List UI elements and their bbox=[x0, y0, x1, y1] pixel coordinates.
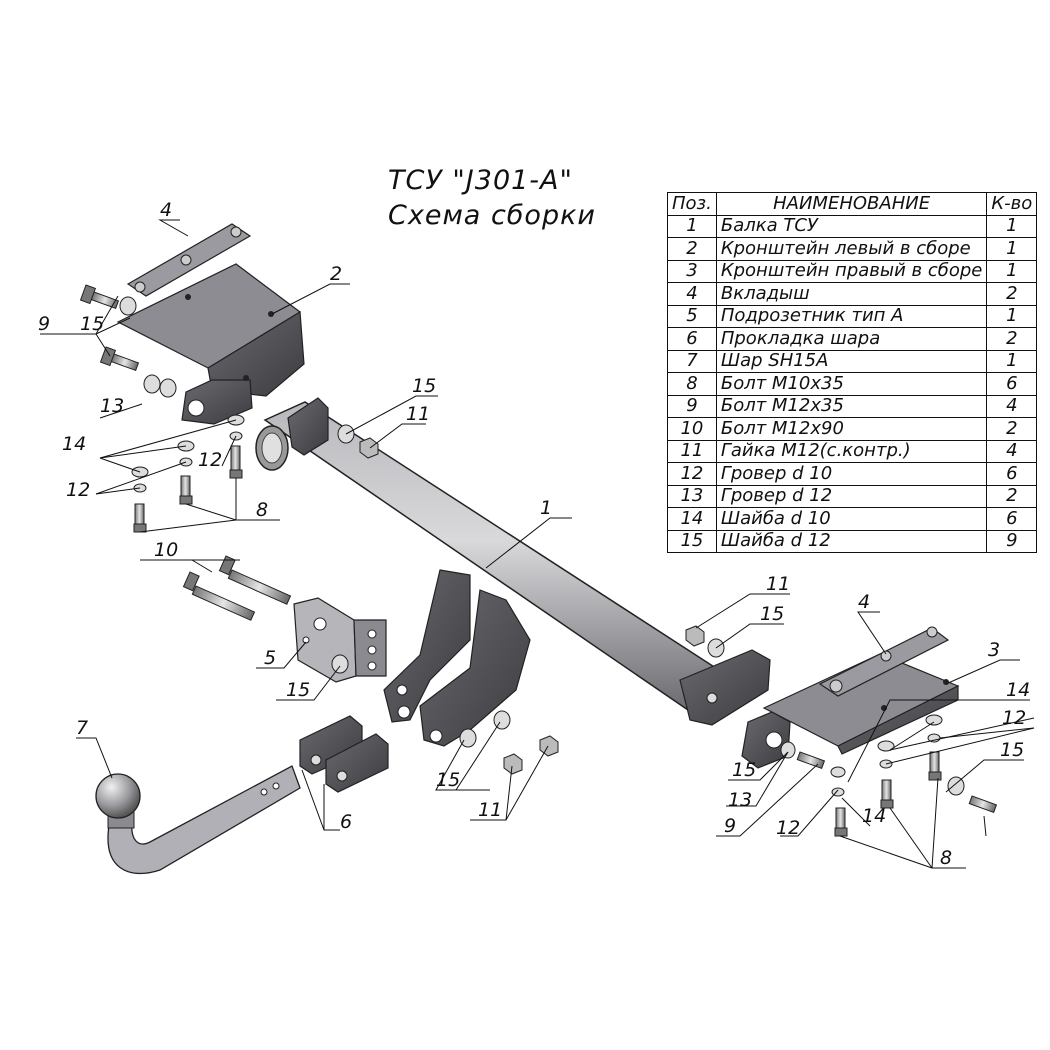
ball-spacers bbox=[299, 715, 389, 793]
callout-8-right: 8 bbox=[940, 847, 952, 869]
row-name: Шайба d 10 bbox=[715, 507, 988, 531]
callout-4-left: 4 bbox=[160, 199, 172, 221]
leader-lines bbox=[40, 219, 1035, 869]
row-pos: 11 bbox=[667, 439, 717, 463]
header-qty: К-во bbox=[986, 192, 1038, 216]
row-qty: 9 bbox=[986, 529, 1038, 553]
tow-beam bbox=[255, 397, 771, 747]
callout-5: 5 bbox=[264, 647, 276, 669]
callout-12-c: 12 bbox=[1002, 707, 1026, 729]
callout-14-left: 14 bbox=[62, 433, 86, 455]
callout-8-left: 8 bbox=[256, 499, 268, 521]
callout-13-right: 13 bbox=[728, 789, 752, 811]
tow-ball bbox=[95, 765, 301, 875]
left-bracket bbox=[116, 223, 305, 425]
callout-14-right: 14 bbox=[1006, 679, 1030, 701]
callout-15-left: 15 bbox=[80, 313, 104, 335]
callout-2: 2 bbox=[330, 263, 342, 285]
washers-and-nuts bbox=[119, 296, 965, 797]
callout-7: 7 bbox=[76, 717, 88, 739]
header-pos: Поз. bbox=[667, 192, 717, 216]
parts-table-header: Поз. НАИМЕНОВАНИЕ К-во bbox=[667, 192, 1038, 216]
diagram-title: ТСУ "J301-A" bbox=[388, 165, 573, 196]
bolts bbox=[79, 284, 998, 837]
row-name: Болт М10х35 bbox=[715, 372, 988, 396]
row-qty: 2 bbox=[986, 417, 1038, 441]
callout-11-bottom: 11 bbox=[478, 799, 502, 821]
callout-12-a: 12 bbox=[198, 449, 222, 471]
row-qty: 1 bbox=[986, 304, 1038, 328]
row-qty: 1 bbox=[986, 214, 1038, 238]
callout-6: 6 bbox=[340, 811, 352, 833]
diagram-subtitle: Схема сборки bbox=[388, 200, 596, 231]
callout-15-right: 15 bbox=[760, 603, 784, 625]
callout-15-plate: 15 bbox=[286, 679, 310, 701]
row-pos: 15 bbox=[667, 529, 717, 553]
row-name: Шайба d 12 bbox=[715, 529, 988, 553]
callout-15-far: 15 bbox=[1000, 739, 1024, 761]
row-name: Кронштейн левый в сборе bbox=[715, 237, 988, 261]
row-name: Прокладка шара bbox=[715, 327, 988, 351]
callout-12-d: 12 bbox=[776, 817, 800, 839]
callouts: 1 2 3 4 4 5 6 7 8 8 9 9 10 11 11 11 12 1… bbox=[38, 199, 1030, 869]
callout-4-right: 4 bbox=[858, 591, 870, 613]
callout-3: 3 bbox=[988, 639, 1000, 661]
row-name: Болт М12х90 bbox=[715, 417, 988, 441]
row-qty: 6 bbox=[986, 507, 1038, 531]
row-name: Балка ТСУ bbox=[715, 214, 988, 238]
right-bracket bbox=[741, 626, 960, 769]
callout-14-bottom: 14 bbox=[862, 805, 886, 827]
callout-15-bottom: 15 bbox=[436, 769, 460, 791]
row-name: Болт М12х35 bbox=[715, 394, 988, 418]
callout-1: 1 bbox=[540, 497, 552, 519]
header-name: НАИМЕНОВАНИЕ bbox=[715, 192, 988, 216]
callout-9-left: 9 bbox=[38, 313, 50, 335]
callout-12-b: 12 bbox=[66, 479, 90, 501]
callout-13-left: 13 bbox=[100, 395, 124, 417]
callout-11-right: 11 bbox=[766, 573, 790, 595]
callout-11-top: 11 bbox=[406, 403, 430, 425]
callout-10: 10 bbox=[154, 539, 178, 561]
row-name: Вкладыш bbox=[715, 282, 988, 306]
callout-15-top: 15 bbox=[412, 375, 436, 397]
callout-15-bracket: 15 bbox=[732, 759, 756, 781]
row-name: Подрозетник тип А bbox=[715, 304, 988, 328]
row-name: Гайка М12(с.контр.) bbox=[715, 439, 988, 463]
callout-9-mid: 9 bbox=[724, 815, 736, 837]
